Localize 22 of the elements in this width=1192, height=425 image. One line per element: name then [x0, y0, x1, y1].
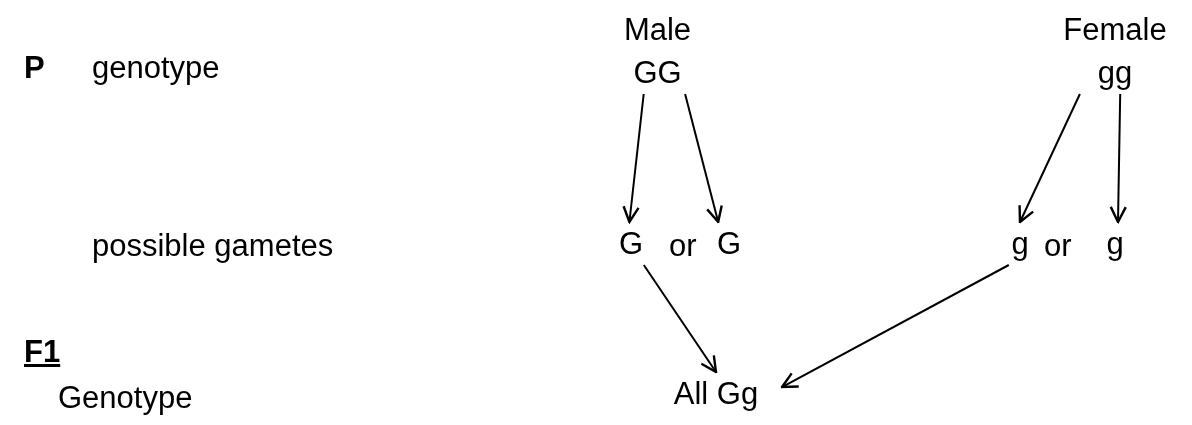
arrow: [622, 93, 645, 224]
parent-heading: Female: [1062, 11, 1168, 49]
connector-word: or: [1044, 227, 1072, 265]
arrow: [684, 93, 723, 224]
arrow: [642, 264, 718, 374]
genotype-text: G: [617, 225, 645, 263]
row-label: Genotype: [58, 379, 193, 417]
generation-label: F1: [24, 333, 61, 371]
genotype-text: g: [1105, 225, 1125, 263]
arrow: [1109, 93, 1127, 224]
arrow: [780, 264, 1010, 389]
genotype-text: G: [715, 225, 743, 263]
genotype-text: GG: [632, 54, 683, 92]
row-label: genotype: [92, 49, 220, 87]
arrow: [1018, 93, 1081, 224]
generation-label: P: [24, 49, 45, 87]
genotype-text: gg: [1096, 54, 1134, 92]
genotype-text: All Gg: [672, 375, 760, 413]
connector-word: or: [669, 227, 697, 265]
genotype-text: g: [1010, 225, 1030, 263]
row-label: possible gametes: [92, 227, 334, 265]
parent-heading: Male: [622, 11, 693, 49]
